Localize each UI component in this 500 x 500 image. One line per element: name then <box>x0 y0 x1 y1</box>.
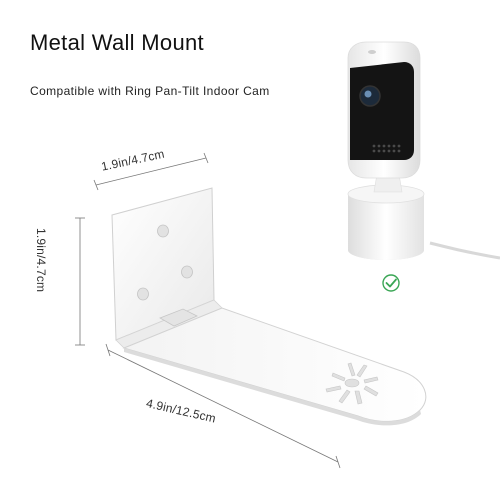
metal-wall-mount <box>111 187 427 426</box>
product-subtitle: Compatible with Ring Pan-Tilt Indoor Cam <box>30 84 270 98</box>
ring-pan-tilt-camera <box>347 41 500 260</box>
height-dimension-label: 1.9in/4.7cm <box>34 228 48 293</box>
check-circle-icon <box>382 274 400 292</box>
product-title: Metal Wall Mount <box>30 30 204 55</box>
dimension-lines <box>75 152 341 469</box>
